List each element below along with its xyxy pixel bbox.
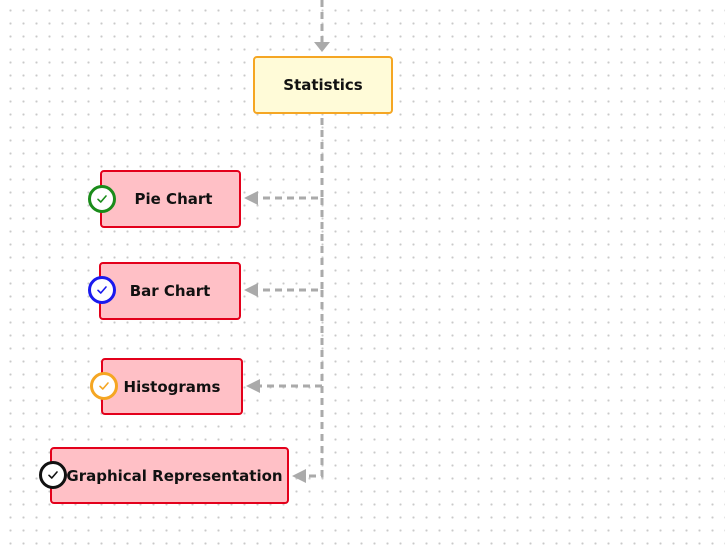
arrowhead-pie-chart <box>244 191 258 205</box>
check-circle-icon <box>39 461 67 489</box>
connector-statistics-pie-chart <box>258 118 324 200</box>
arrowhead-graphical-representation <box>292 469 306 483</box>
node-histograms-label: Histograms <box>123 377 221 396</box>
connector-statistics-graphical-representation <box>306 386 324 478</box>
arrowhead-histograms <box>246 379 260 393</box>
check-circle-icon <box>90 372 118 400</box>
check-circle-icon <box>88 276 116 304</box>
connector-statistics-bar-chart <box>258 198 324 292</box>
node-pie-chart[interactable]: Pie Chart <box>100 170 241 228</box>
node-bar-chart-label: Bar Chart <box>129 282 211 300</box>
node-pie-chart-label: Pie Chart <box>134 190 213 208</box>
node-statistics-label: Statistics <box>283 76 363 94</box>
node-histograms[interactable]: Histograms <box>101 358 243 415</box>
arrowhead-root <box>314 42 330 52</box>
connector-statistics-histograms <box>260 290 324 388</box>
node-graphical-representation-label: Graphical Representation <box>66 466 283 485</box>
arrowhead-bar-chart <box>244 283 258 297</box>
check-circle-icon <box>88 185 116 213</box>
node-statistics[interactable]: Statistics <box>253 56 393 114</box>
node-bar-chart[interactable]: Bar Chart <box>99 262 241 320</box>
node-graphical-representation[interactable]: Graphical Representation <box>50 447 289 504</box>
